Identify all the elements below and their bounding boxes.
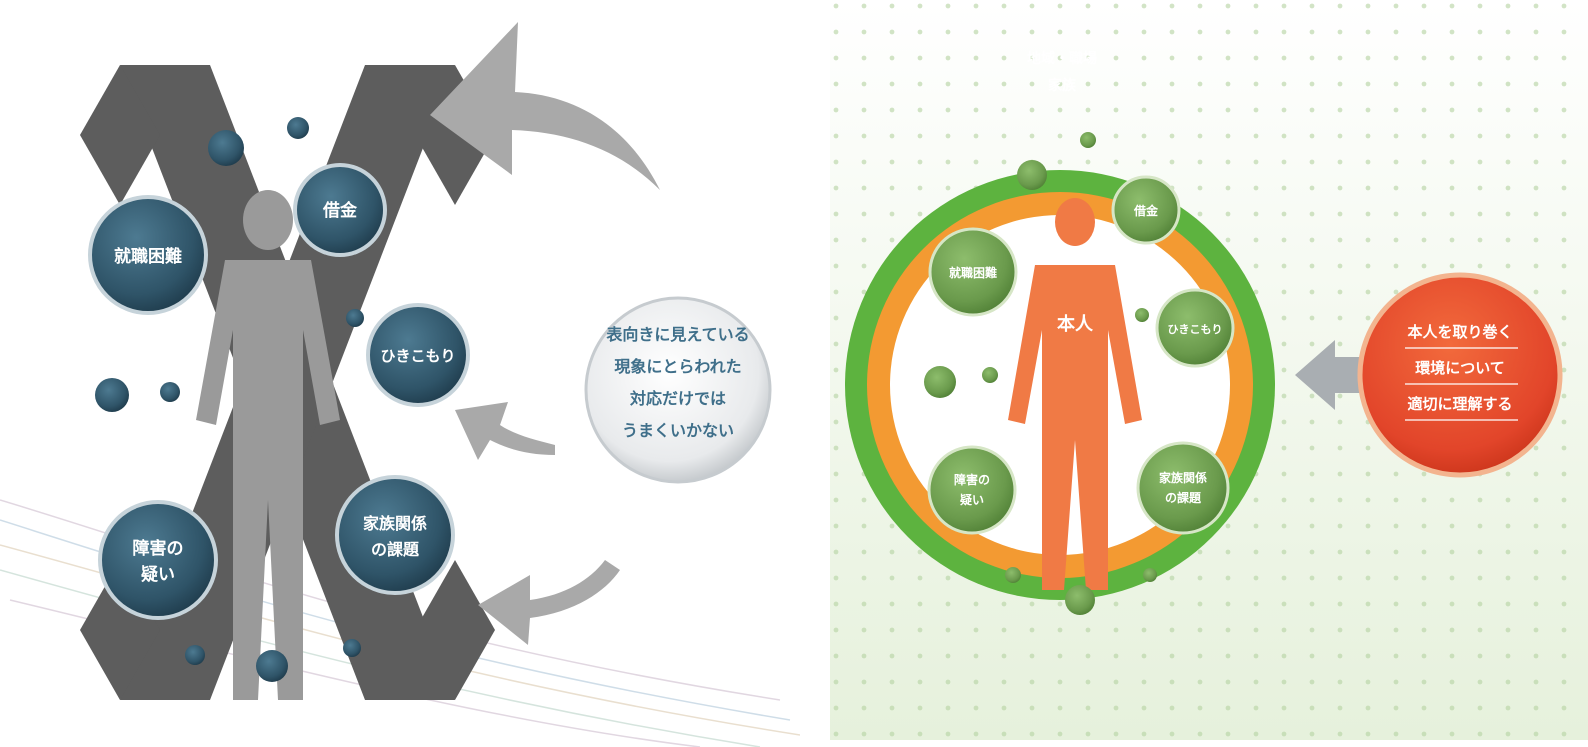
person-label: 本人 xyxy=(1057,313,1094,335)
callout-red-line-2: 環境について xyxy=(1415,359,1505,377)
bubble-disability-green-label-2: 疑い xyxy=(960,492,984,507)
callout-understand-environment: 本人を取り巻く 環境について 適切に理解する xyxy=(1357,272,1563,478)
bubble-employment-label: 就職困難 xyxy=(114,246,182,267)
callout-red-line-1: 本人を取り巻く xyxy=(1407,323,1512,341)
bubble-employment-green-label: 就職困難 xyxy=(949,265,997,280)
right-diagram: 地域・職場 家族 本人 就職困難 借金 ひきこもり xyxy=(830,0,1588,747)
decorative-green-dots xyxy=(924,132,1157,615)
bubble-family-green-label-2: の課題 xyxy=(1165,490,1202,505)
bubble-debt-green-label: 借金 xyxy=(1133,203,1159,218)
bubble-family: 家族関係 の課題 xyxy=(335,475,455,595)
bubble-debt-green: 借金 xyxy=(1111,175,1181,245)
left-diagram: 就職困難 借金 ひきこもり 障害の 疑い 家族関係 の課題 xyxy=(0,22,800,747)
person-figure-orange xyxy=(1008,198,1142,590)
person-figure-gray xyxy=(196,190,340,700)
arrow-icon-top xyxy=(430,22,660,190)
arrow-left-icon xyxy=(1295,340,1360,410)
callout-surface-response: 表向きに見えている 現象にとらわれた 対応だけでは うまくいかない xyxy=(584,296,772,484)
bubble-hikikomori-green-label: ひきこもり xyxy=(1168,323,1223,336)
bubble-disability: 障害の 疑い xyxy=(98,500,218,620)
left-diagram-canvas: 就職困難 借金 ひきこもり 障害の 疑い 家族関係 の課題 xyxy=(0,22,800,747)
decorative-dots xyxy=(95,117,364,682)
ring-inner-label: 家族 xyxy=(1048,77,1077,94)
bubble-hikikomori-green: ひきこもり xyxy=(1155,288,1235,368)
bubble-family-label-2: の課題 xyxy=(371,540,420,559)
callout-line-1: 表向きに見えている xyxy=(605,325,749,344)
bubble-family-green: 家族関係 の課題 xyxy=(1136,441,1230,535)
bubble-debt-label: 借金 xyxy=(322,200,358,221)
callout-line-4: うまくいかない xyxy=(622,421,734,440)
bubble-disability-label-1: 障害の xyxy=(133,538,184,559)
callout-line-3: 対応だけでは xyxy=(629,389,726,408)
arrow-icon-middle xyxy=(455,402,555,460)
bubble-debt: 借金 xyxy=(293,163,387,257)
arrow-icon-bottom xyxy=(478,560,620,645)
bubble-family-label-1: 家族関係 xyxy=(363,514,427,533)
bubble-disability-green-label-1: 障害の xyxy=(954,472,990,487)
callout-line-2: 現象にとらわれた xyxy=(614,357,741,376)
ring-outer-label: 地域・職場 xyxy=(1027,50,1097,67)
right-diagram-canvas: 地域・職場 家族 本人 就職困難 借金 ひきこもり xyxy=(830,0,1588,740)
bubble-disability-green: 障害の 疑い xyxy=(927,445,1017,535)
bubble-disability-label-2: 疑い xyxy=(141,565,175,585)
bubble-employment: 就職困難 xyxy=(88,195,208,315)
callout-red-line-3: 適切に理解する xyxy=(1407,395,1512,413)
bubble-hikikomori-label: ひきこもり xyxy=(380,347,455,365)
bubble-employment-green: 就職困難 xyxy=(928,227,1018,317)
bubble-hikikomori: ひきこもり xyxy=(366,303,470,407)
bubble-family-green-label-1: 家族関係 xyxy=(1159,470,1207,485)
